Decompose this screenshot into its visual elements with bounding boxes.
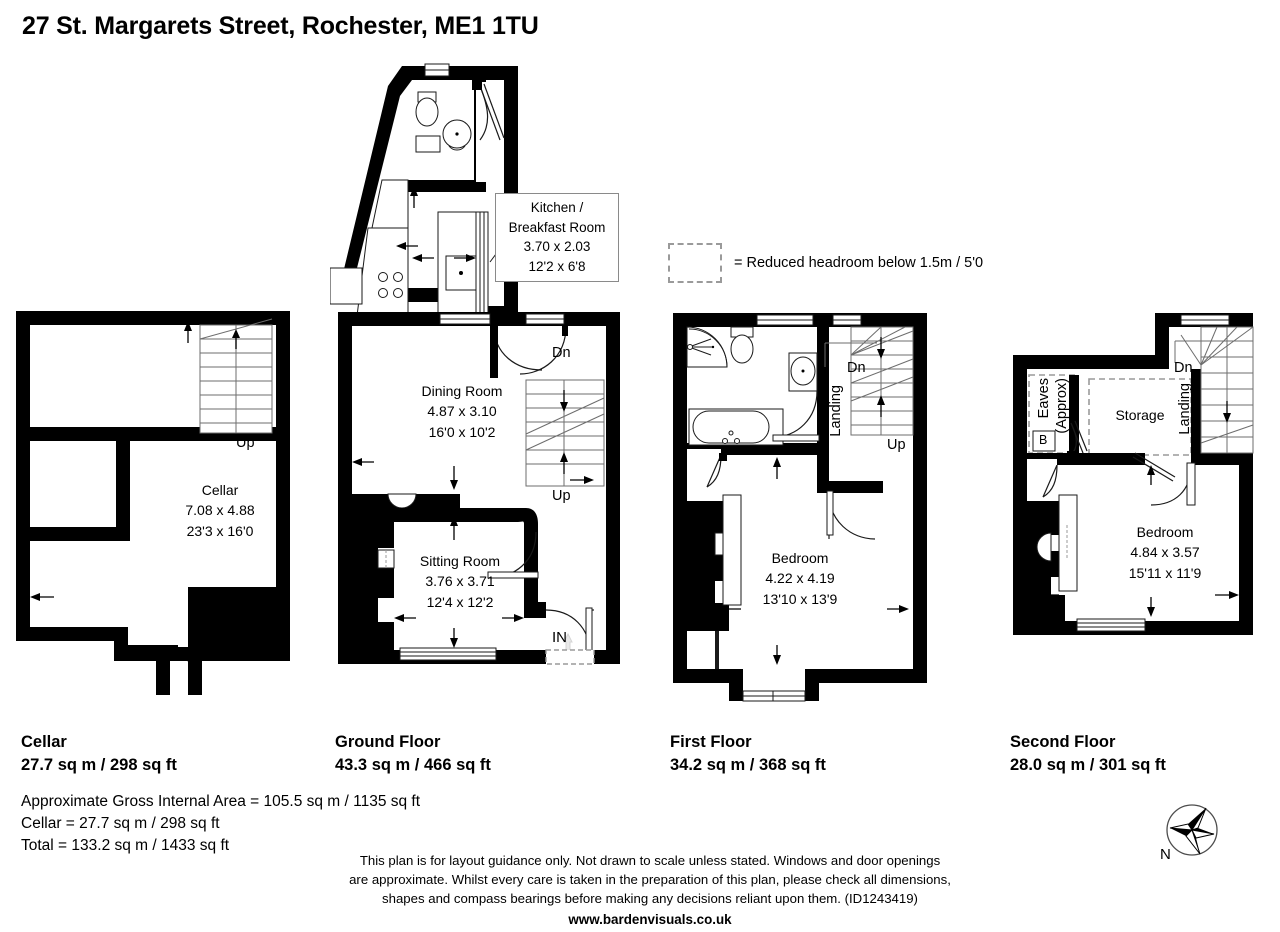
room-label-kitchen-breakfast: Kitchen / Breakfast Room 3.70 x 2.03 12'…	[495, 193, 619, 282]
compass-rose: N	[1160, 798, 1224, 876]
summary-total: Total = 133.2 sq m / 1433 sq ft	[21, 837, 230, 854]
window-top	[424, 63, 450, 77]
first-stair-dn-label: Dn	[847, 360, 866, 376]
room-name: Cellar	[201, 482, 239, 498]
disclaimer-line-1: This plan is for layout guidance only. N…	[359, 853, 941, 868]
cellar-floorplan: Up Cellar 7.08 x 4.88 23'3 x 16'0	[10, 305, 300, 710]
window-top	[1180, 314, 1230, 326]
floor-name: First Floor	[670, 733, 752, 751]
compass-icon	[1166, 804, 1218, 856]
room-dim-metric: 4.22 x 4.19	[765, 570, 835, 587]
ground-floorplan: Kitchen / Breakfast Room 3.70 x 2.03 12'…	[330, 62, 630, 712]
room-name-line1: Kitchen /	[530, 200, 584, 215]
boiler-label: B	[1039, 433, 1048, 447]
chimney-breast	[338, 512, 394, 652]
room-label-bedroom-first: Bedroom 4.22 x 4.19 13'10 x 13'9	[730, 548, 870, 609]
page-title: 27 St. Margarets Street, Rochester, ME1 …	[22, 12, 539, 40]
reduced-headroom-legend-text: = Reduced headroom below 1.5m / 5'0	[734, 255, 984, 271]
summary-cellar: Cellar = 27.7 sq m / 298 sq ft	[21, 815, 220, 832]
compass-north-label: N	[1160, 846, 1171, 863]
floor-area: 27.7 sq m / 298 sq ft	[21, 755, 177, 774]
room-label-cellar: Cellar 7.08 x 4.88 23'3 x 16'0	[160, 480, 280, 541]
reduced-headroom-swatch	[668, 243, 722, 283]
floor-name: Cellar	[21, 733, 67, 751]
second-landing-label: Landing	[1177, 383, 1193, 435]
first-staircase	[824, 326, 914, 436]
room-label-sitting-room: Sitting Room 3.76 x 3.71 12'4 x 12'2	[390, 551, 530, 612]
cellar-stair-up-label: Up	[236, 435, 255, 451]
floor-caption-first-floor: First Floor 34.2 sq m / 368 sq ft	[670, 731, 826, 777]
eaves-label-line1: Eaves	[1036, 378, 1052, 419]
floor-caption-second-floor: Second Floor 28.0 sq m / 301 sq ft	[1010, 731, 1166, 777]
first-stair-up-label: Up	[887, 437, 906, 453]
room-name: Bedroom	[1136, 524, 1194, 540]
second-floorplan: Eaves (Approx) B Storage Dn Landing Bedr…	[1005, 305, 1270, 665]
floor-area: 34.2 sq m / 368 sq ft	[670, 755, 826, 774]
website-link[interactable]: www.bardenvisuals.co.uk	[568, 911, 732, 927]
room-dim-imperial: 12'2 x 6'8	[528, 259, 586, 275]
reduced-headroom-legend: = Reduced headroom below 1.5m / 5'0	[668, 243, 983, 283]
ground-staircase	[525, 379, 605, 487]
second-staircase	[1174, 326, 1254, 454]
window-bottom	[1076, 618, 1146, 632]
entrance-in-label: IN	[552, 629, 567, 646]
bathroom-fixtures	[686, 326, 818, 446]
floor-name: Ground Floor	[335, 733, 441, 751]
floor-caption-ground-floor: Ground Floor 43.3 sq m / 466 sq ft	[335, 731, 491, 777]
disclaimer-line-3: shapes and compass bearings before makin…	[382, 890, 918, 906]
window-top-landing	[832, 314, 862, 326]
eaves-label-line2: (Approx)	[1054, 378, 1070, 434]
room-name: Dining Room	[421, 383, 503, 399]
boiler-box	[1032, 430, 1056, 452]
window-bottom	[399, 647, 497, 661]
room-name: Bedroom	[771, 550, 829, 566]
room-dim-imperial: 12'4 x 12'2	[426, 593, 494, 610]
floor-caption-cellar: Cellar 27.7 sq m / 298 sq ft	[21, 731, 177, 777]
room-dim-metric: 3.76 x 3.71	[425, 573, 495, 590]
summary-gross-internal-area: Approximate Gross Internal Area = 105.5 …	[21, 793, 421, 810]
room-dim-imperial: 13'10 x 13'9	[762, 590, 838, 607]
room-name-line2: Breakfast Room	[508, 219, 606, 235]
storage-label: Storage	[1115, 407, 1165, 423]
disclaimer-line-2: are approximate. Whilst every care is ta…	[349, 871, 951, 887]
ground-door-openings	[439, 313, 565, 325]
room-dim-metric: 3.70 x 2.03	[523, 239, 591, 255]
first-landing-label: Landing	[828, 385, 844, 437]
area-summary: Approximate Gross Internal Area = 105.5 …	[21, 791, 420, 857]
room-dim-imperial: 15'11 x 11'9	[1128, 564, 1202, 581]
floor-area: 28.0 sq m / 301 sq ft	[1010, 755, 1166, 774]
room-name: Sitting Room	[419, 553, 501, 569]
window-bay	[742, 690, 806, 702]
room-dim-metric: 4.87 x 3.10	[427, 403, 497, 420]
window-top-bath	[756, 314, 814, 326]
storage-doors	[1070, 420, 1176, 482]
room-dim-imperial: 23'3 x 16'0	[186, 522, 254, 539]
room-label-bedroom-second: Bedroom 4.84 x 3.57 15'11 x 11'9	[1095, 522, 1235, 583]
floor-name: Second Floor	[1010, 733, 1116, 751]
wc-door	[479, 83, 505, 141]
room-dim-metric: 4.84 x 3.57	[1130, 544, 1200, 561]
room-dim-imperial: 16'0 x 10'2	[428, 423, 496, 440]
room-dim-metric: 7.08 x 4.88	[185, 502, 255, 519]
room-label-dining-room: Dining Room 4.87 x 3.10 16'0 x 10'2	[392, 381, 532, 442]
wc-fixtures	[415, 91, 472, 153]
ground-stair-up-label: Up	[552, 488, 571, 504]
kitchen-units-right	[437, 211, 489, 345]
disclaimer: This plan is for layout guidance only. N…	[280, 852, 1020, 929]
ground-stair-dn-label: Dn	[552, 345, 571, 361]
first-floorplan: Dn Up Landing Bedroom 4.22 x 4.19 13'10 …	[665, 305, 940, 710]
floor-area: 43.3 sq m / 466 sq ft	[335, 755, 491, 774]
second-stair-dn-label: Dn	[1174, 360, 1193, 376]
